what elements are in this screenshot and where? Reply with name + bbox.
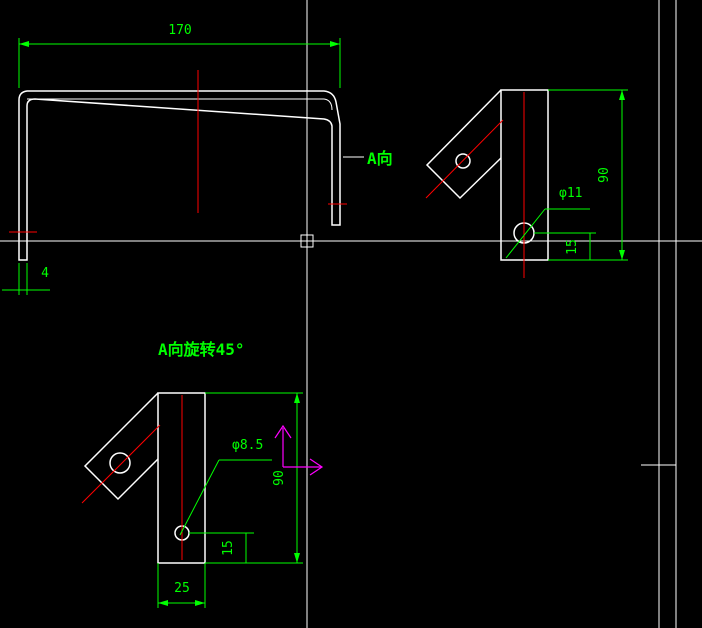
dimension-text: 15 (565, 239, 580, 255)
dimension-text: φ11 (559, 186, 582, 201)
dimension-25[interactable]: 25 (157, 563, 206, 608)
rotated-view[interactable]: A向旋转45° 90 15 25 (81, 340, 303, 608)
ucs-icon (274, 424, 324, 476)
dimension-diameter-8-5[interactable]: φ8.5 (179, 438, 272, 536)
view-title: A向旋转45° (158, 340, 245, 359)
bracket-tab-outline[interactable] (425, 89, 502, 200)
dimension-90[interactable]: 90 (548, 89, 628, 261)
dimension-15[interactable]: 15 (534, 232, 596, 260)
dimension-4[interactable]: 4 (2, 263, 50, 295)
dimension-text: 4 (41, 266, 49, 281)
dimension-15[interactable]: 15 (189, 532, 254, 563)
dimension-diameter-11[interactable]: φ11 (505, 186, 590, 259)
dimension-text: φ8.5 (232, 438, 263, 453)
dimension-text: 170 (168, 23, 191, 38)
dimension-text: 15 (221, 540, 236, 556)
dimension-text: 90 (272, 470, 287, 486)
bracket-leg-outline[interactable] (157, 392, 206, 564)
dimension-90[interactable]: 90 (205, 392, 303, 564)
bracket-tab-outline[interactable] (83, 392, 159, 501)
view-direction-leader[interactable]: A向 (343, 149, 393, 168)
front-view[interactable]: 170 4 A向 (2, 23, 393, 295)
dimension-170[interactable]: 170 (18, 23, 341, 88)
center-line (425, 119, 504, 199)
side-view[interactable]: 90 15 φ11 (425, 89, 628, 278)
dimension-text: 90 (597, 167, 612, 183)
view-direction-label: A向 (367, 149, 393, 168)
hole-circle[interactable] (109, 452, 131, 474)
dimension-text: 25 (174, 581, 190, 596)
bracket-outline[interactable] (18, 90, 341, 261)
pickbox-icon (300, 234, 314, 248)
bracket-inner-edge (27, 98, 333, 111)
hole-circle[interactable] (455, 153, 471, 169)
center-line (81, 424, 161, 504)
